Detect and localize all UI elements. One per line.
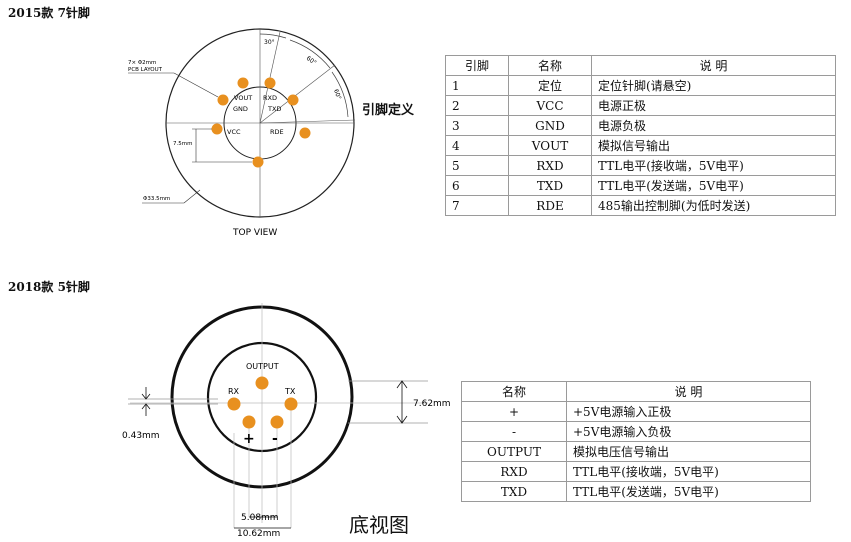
pin-2 bbox=[264, 77, 276, 89]
pin-5 bbox=[211, 123, 223, 135]
section-title-2015: 2015款 7针脚 bbox=[8, 6, 90, 20]
dim-7-5: 7.5mm bbox=[173, 141, 192, 147]
pin-table-2015: 引脚 名称 说 明 1 定位 定位针脚(请悬空) 2 VCC 电源正极 3 GN… bbox=[445, 55, 836, 216]
pcb-layout-label: 7× Φ2mm bbox=[128, 60, 156, 66]
header-desc: 说 明 bbox=[566, 381, 811, 402]
table-row: 1 定位 定位针脚(请悬空) bbox=[445, 75, 836, 96]
pin-7 bbox=[252, 156, 264, 168]
pin-4 bbox=[287, 94, 299, 106]
table-row: 7 RDE 485输出控制脚(为低时发送) bbox=[445, 195, 836, 216]
table-header-row: 引脚 名称 说 明 bbox=[445, 55, 836, 76]
cell-name: RDE bbox=[508, 195, 592, 216]
cell-pin: 2 bbox=[445, 95, 509, 116]
pin-6 bbox=[299, 127, 311, 139]
diagram-2018-bottom-view: OUTPUT RX TX + - 7.62mm 0.43mm 5.08mm 10… bbox=[122, 303, 451, 539]
table-header-row: 名称 说 明 bbox=[461, 381, 811, 402]
pin-plus bbox=[242, 415, 256, 429]
header-name: 名称 bbox=[508, 55, 592, 76]
cell-name: VOUT bbox=[508, 135, 592, 156]
pin-definition-label: 引脚定义 bbox=[362, 103, 415, 118]
section-title-2018: 2018款 5针脚 bbox=[8, 280, 90, 294]
dim-5-08: 5.08mm bbox=[241, 513, 279, 523]
dim-7-62: 7.62mm bbox=[413, 399, 451, 409]
table-row: 6 TXD TTL电平(发送端，5V电平) bbox=[445, 175, 836, 196]
dim-10-62: 10.62mm bbox=[237, 529, 280, 539]
table-row: - +5V电源输入负极 bbox=[461, 421, 811, 442]
table-row: 3 GND 电源负极 bbox=[445, 115, 836, 136]
table-row: 4 VOUT 模拟信号输出 bbox=[445, 135, 836, 156]
pin-1 bbox=[237, 77, 249, 89]
pin-tx bbox=[284, 397, 298, 411]
table-row: 2 VCC 电源正极 bbox=[445, 95, 836, 116]
cell-desc: 电源负极 bbox=[591, 115, 836, 136]
cell-desc: TTL电平(发送端，5V电平) bbox=[591, 175, 836, 196]
cell-name: VCC bbox=[508, 95, 592, 116]
cell-pin: 5 bbox=[445, 155, 509, 176]
cell-desc: 模拟信号输出 bbox=[591, 135, 836, 156]
cell-pin: 7 bbox=[445, 195, 509, 216]
header-desc: 说 明 bbox=[591, 55, 836, 76]
cell-pin: 3 bbox=[445, 115, 509, 136]
cell-name: - bbox=[461, 421, 567, 442]
bottom-view-label: 底视图 bbox=[349, 513, 409, 537]
header-name: 名称 bbox=[461, 381, 567, 402]
table-row: 5 RXD TTL电平(接收端，5V电平) bbox=[445, 155, 836, 176]
diagram-2015-top-view: 30° 60° 60° VOUT RXD GND TXD VCC RDE 7× … bbox=[128, 28, 356, 238]
pcb-layout-label-2: PCB LAYOUT bbox=[128, 67, 163, 73]
cell-name: TXD bbox=[508, 175, 592, 196]
pin-label-vcc: VCC bbox=[227, 128, 241, 136]
table-row: OUTPUT 模拟电压信号输出 bbox=[461, 441, 811, 462]
pin-minus bbox=[270, 415, 284, 429]
cell-pin: 1 bbox=[445, 75, 509, 96]
cell-desc: +5V电源输入负极 bbox=[566, 421, 811, 442]
pin-3 bbox=[217, 94, 229, 106]
cell-name: TXD bbox=[461, 481, 567, 502]
pin-label-rxd: RXD bbox=[263, 94, 277, 102]
table-row: RXD TTL电平(接收端，5V电平) bbox=[461, 461, 811, 482]
cell-desc: TTL电平(发送端，5V电平) bbox=[566, 481, 811, 502]
label-minus: - bbox=[272, 431, 278, 447]
top-view-label: TOP VIEW bbox=[232, 228, 277, 238]
cell-pin: 6 bbox=[445, 175, 509, 196]
cell-desc: 定位针脚(请悬空) bbox=[591, 75, 836, 96]
cell-name: + bbox=[461, 401, 567, 422]
cell-name: RXD bbox=[461, 461, 567, 482]
table-row: TXD TTL电平(发送端，5V电平) bbox=[461, 481, 811, 502]
cell-name: OUTPUT bbox=[461, 441, 567, 462]
pin-label-vout: VOUT bbox=[234, 94, 252, 102]
cell-name: RXD bbox=[508, 155, 592, 176]
pin-table-2018: 名称 说 明 + +5V电源输入正极 - +5V电源输入负极 OUTPUT 模拟… bbox=[461, 381, 811, 502]
dim-diameter: Φ33.5mm bbox=[143, 196, 170, 202]
angle-label-1: 30° bbox=[264, 39, 275, 46]
pin-rx bbox=[227, 397, 241, 411]
cell-pin: 4 bbox=[445, 135, 509, 156]
pin-label-txd: TXD bbox=[267, 105, 281, 113]
cell-desc: 485输出控制脚(为低时发送) bbox=[591, 195, 836, 216]
table-row: + +5V电源输入正极 bbox=[461, 401, 811, 422]
label-rx: RX bbox=[228, 387, 240, 396]
pin-label-gnd: GND bbox=[233, 105, 248, 113]
pin-output bbox=[255, 376, 269, 390]
dim-0-43: 0.43mm bbox=[122, 431, 160, 441]
cell-desc: 模拟电压信号输出 bbox=[566, 441, 811, 462]
label-output: OUTPUT bbox=[246, 362, 279, 371]
label-tx: TX bbox=[284, 387, 296, 396]
label-plus: + bbox=[243, 431, 255, 447]
angle-label-3: 60° bbox=[332, 88, 342, 100]
cell-desc: TTL电平(接收端，5V电平) bbox=[566, 461, 811, 482]
cell-name: GND bbox=[508, 115, 592, 136]
cell-desc: TTL电平(接收端，5V电平) bbox=[591, 155, 836, 176]
cell-desc: +5V电源输入正极 bbox=[566, 401, 811, 422]
header-pin: 引脚 bbox=[445, 55, 509, 76]
pin-label-rde: RDE bbox=[270, 128, 284, 136]
angle-label-2: 60° bbox=[305, 55, 318, 67]
cell-desc: 电源正极 bbox=[591, 95, 836, 116]
cell-name: 定位 bbox=[508, 75, 592, 96]
